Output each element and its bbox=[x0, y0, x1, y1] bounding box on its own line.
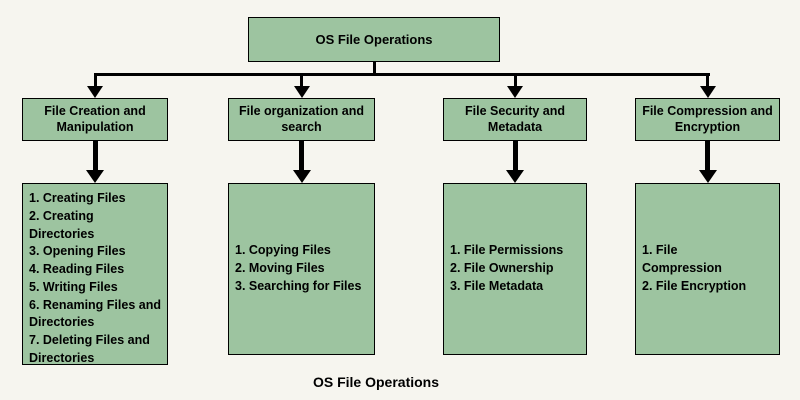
arrow-shaft bbox=[705, 141, 710, 171]
arrow-down-icon bbox=[292, 170, 311, 183]
arrow-down-icon bbox=[506, 170, 524, 183]
category-node-file-security: File Security and Metadata bbox=[443, 98, 587, 141]
list-item: 1. File Compression bbox=[642, 243, 722, 276]
list-item: 6. Renaming Files and Directories bbox=[29, 297, 161, 330]
list-item: 1. File Permissions bbox=[450, 243, 564, 258]
connector-stub-2 bbox=[300, 74, 303, 87]
list-item: 3. File Metadata bbox=[450, 278, 544, 293]
connector-stub-4 bbox=[706, 74, 709, 87]
list-item: 4. Reading Files bbox=[29, 262, 125, 276]
arrow-shaft bbox=[299, 141, 304, 171]
connector-horizontal-line bbox=[93, 73, 710, 76]
list-item: 2. Creating Directories bbox=[29, 208, 95, 241]
arrow-down-icon bbox=[699, 86, 716, 98]
category-node-file-creation: File Creation and Manipulation bbox=[22, 98, 168, 141]
list-item: 2. File Encryption bbox=[642, 278, 747, 293]
list-item: 5. Writing Files bbox=[29, 279, 118, 294]
detail-node-file-creation: 1. Creating Files 2. Creating Directorie… bbox=[22, 183, 168, 365]
list-item: 7. Deleting Files and Directories bbox=[29, 333, 150, 365]
arrow-down-icon bbox=[86, 170, 104, 183]
connector-top-stub bbox=[372, 62, 376, 74]
connector-stub-1 bbox=[93, 74, 97, 87]
arrow-down-icon bbox=[507, 86, 523, 98]
category-node-file-organization: File organization and search bbox=[228, 98, 375, 141]
root-node-title: OS File Operations bbox=[248, 17, 500, 62]
detail-node-file-compression: 1. File Compression 2. File Encryption bbox=[635, 183, 780, 355]
arrow-shaft bbox=[92, 141, 98, 171]
arrow-down-icon bbox=[87, 86, 103, 98]
detail-node-file-organization: 1. Copying Files 2. Moving Files 3. Sear… bbox=[228, 183, 375, 355]
category-node-file-compression: File Compression and Encryption bbox=[635, 98, 780, 141]
list-item: 2. File Ownership bbox=[450, 261, 554, 276]
detail-node-file-security: 1. File Permissions 2. File Ownership 3.… bbox=[443, 183, 587, 355]
list-item: 3. Opening Files bbox=[29, 244, 126, 259]
list-item: 1. Copying Files bbox=[235, 243, 331, 258]
list-item: 1. Creating Files bbox=[29, 191, 126, 205]
list-item: 3. Searching for Files bbox=[235, 278, 362, 293]
arrow-down-icon bbox=[698, 170, 717, 183]
list-item: 2. Moving Files bbox=[235, 261, 325, 276]
arrow-shaft bbox=[512, 141, 518, 171]
diagram-caption: OS File Operations bbox=[312, 374, 440, 390]
arrow-down-icon bbox=[293, 86, 310, 98]
connector-stub-3 bbox=[513, 74, 517, 87]
